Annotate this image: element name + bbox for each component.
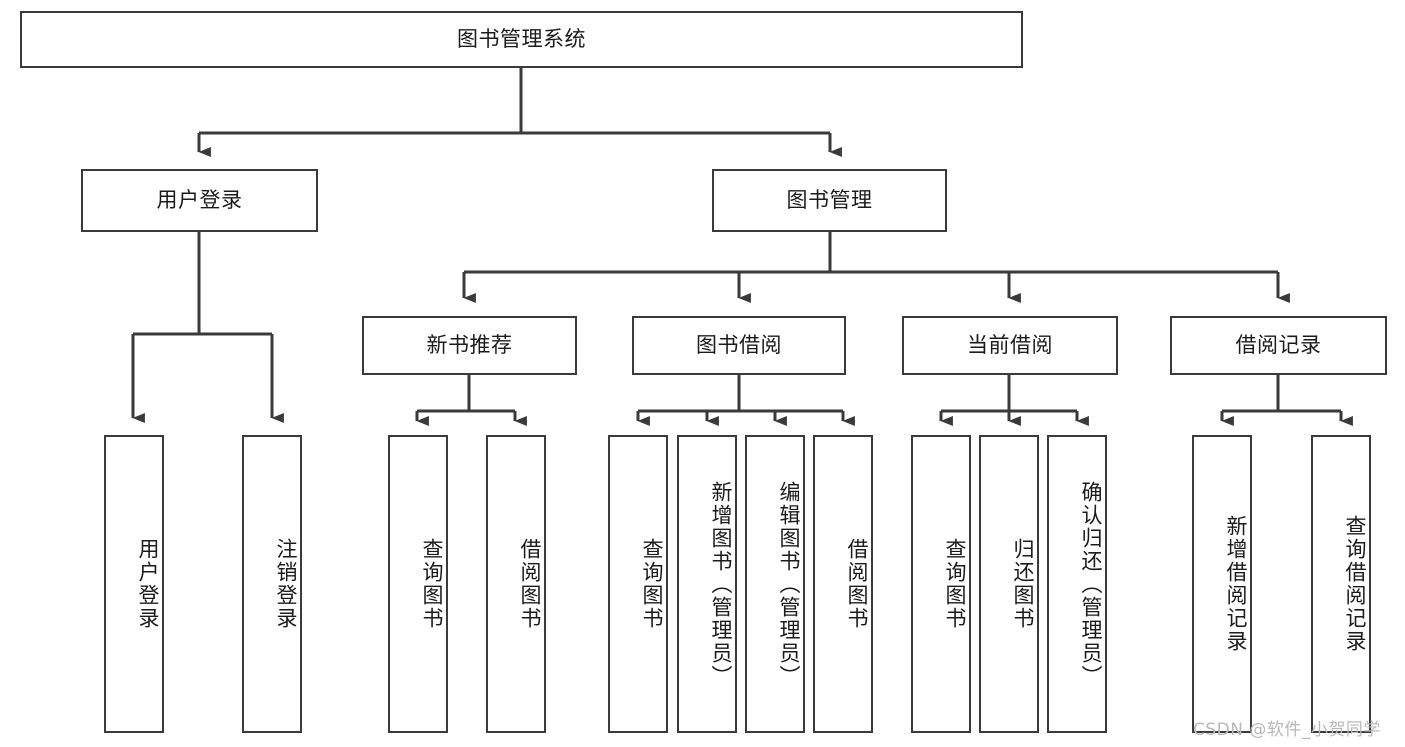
- leaf-user-login-logout[interactable]: 注销登录: [242, 435, 302, 733]
- node-label: 图书借阅: [696, 332, 782, 357]
- leaf-borrow-record-add[interactable]: 新增借阅记录: [1192, 435, 1252, 733]
- node-label: 注销登录: [274, 538, 298, 630]
- node-label: 归还图书: [1011, 538, 1035, 630]
- node-label: 新增借阅记录: [1224, 515, 1248, 653]
- leaf-book-borrow-query[interactable]: 查询图书: [608, 435, 668, 733]
- node-label: 借阅图书: [518, 538, 542, 630]
- node-user-login[interactable]: 用户登录: [81, 169, 318, 232]
- node-new-book-recommend[interactable]: 新书推荐: [362, 316, 577, 375]
- node-label: 查询借阅记录: [1343, 515, 1367, 653]
- node-label: 用户登录: [156, 187, 243, 212]
- node-label: 新增图书（管理员）: [709, 480, 733, 688]
- leaf-current-borrow-return[interactable]: 归还图书: [979, 435, 1039, 733]
- node-book-management[interactable]: 图书管理: [712, 169, 947, 232]
- leaf-borrow-record-query[interactable]: 查询借阅记录: [1311, 435, 1371, 733]
- node-book-borrow[interactable]: 图书借阅: [632, 316, 846, 375]
- node-label: 借阅记录: [1235, 332, 1322, 357]
- node-label: 查询图书: [943, 538, 967, 630]
- leaf-user-login-login[interactable]: 用户登录: [104, 435, 164, 733]
- node-label: 查询图书: [640, 538, 664, 630]
- node-label: 用户登录: [136, 538, 160, 630]
- node-label: 图书管理系统: [457, 26, 586, 51]
- node-label: 当前借阅: [967, 332, 1053, 357]
- node-root-system[interactable]: 图书管理系统: [20, 11, 1023, 68]
- node-borrow-record[interactable]: 借阅记录: [1170, 316, 1387, 375]
- leaf-book-borrow-borrow[interactable]: 借阅图书: [813, 435, 873, 733]
- leaf-new-book-borrow[interactable]: 借阅图书: [486, 435, 546, 733]
- node-label: 编辑图书（管理员）: [777, 480, 801, 688]
- leaf-book-borrow-edit[interactable]: 编辑图书（管理员）: [745, 435, 805, 733]
- node-label: 新书推荐: [426, 332, 513, 357]
- leaf-current-borrow-query[interactable]: 查询图书: [911, 435, 971, 733]
- leaf-current-borrow-confirm-return[interactable]: 确认归还（管理员）: [1047, 435, 1107, 733]
- node-label: 确认归还（管理员）: [1079, 480, 1103, 688]
- node-current-borrow[interactable]: 当前借阅: [902, 316, 1118, 375]
- leaf-new-book-query[interactable]: 查询图书: [388, 435, 448, 733]
- leaf-book-borrow-add[interactable]: 新增图书（管理员）: [677, 435, 737, 733]
- node-label: 借阅图书: [845, 538, 869, 630]
- node-label: 查询图书: [420, 538, 444, 630]
- node-label: 图书管理: [786, 187, 873, 212]
